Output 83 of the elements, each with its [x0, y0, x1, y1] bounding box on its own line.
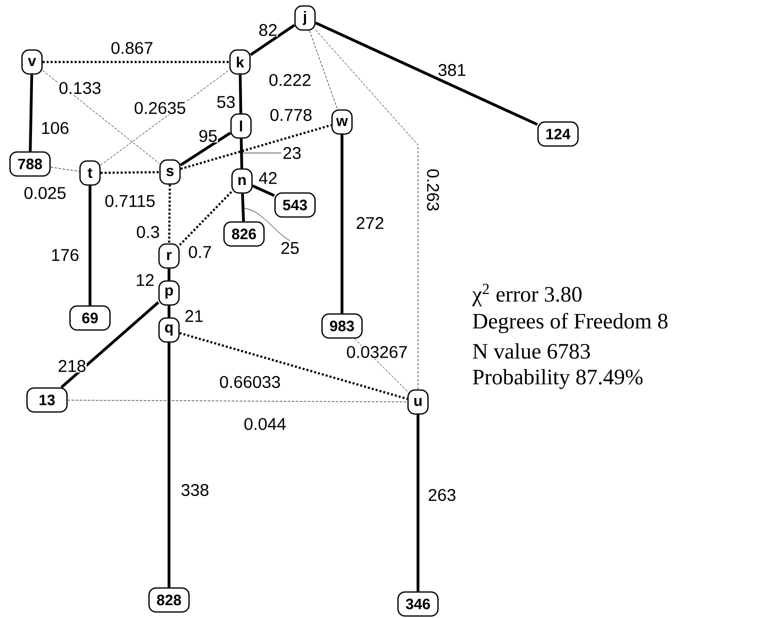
- connector: [250, 24, 296, 56]
- edge-label: 218: [57, 359, 87, 372]
- letter-node: n: [231, 168, 253, 194]
- connector: [168, 268, 170, 280]
- connector: [180, 132, 232, 166]
- connector: [168, 342, 170, 588]
- edge-label: 0.222: [268, 73, 312, 87]
- letter-node: l: [230, 113, 252, 139]
- connector: [340, 134, 344, 314]
- edge-label: 106: [40, 121, 70, 135]
- edge-label: 0.044: [243, 417, 287, 430]
- letter-node: w: [331, 109, 353, 135]
- letter-node: j: [294, 5, 316, 31]
- edge-label: 0.025: [23, 186, 67, 200]
- connector: [179, 332, 408, 400]
- edge-label: 82: [258, 23, 278, 37]
- edge-label: 0.778: [269, 108, 313, 122]
- edge-label: 263: [427, 488, 457, 502]
- edge-label: 12: [135, 274, 155, 286]
- number-node: 983: [321, 313, 363, 339]
- number-node: 826: [223, 221, 265, 247]
- edge-label: 0.2635: [134, 101, 186, 115]
- connector: [354, 338, 408, 392]
- connector: [315, 30, 418, 390]
- connector: [100, 171, 160, 174]
- statistic-text: Probability 87.49%: [472, 369, 643, 389]
- connector: [168, 306, 170, 318]
- connector: [241, 194, 245, 222]
- letter-node: t: [79, 160, 101, 186]
- connector: [416, 414, 420, 592]
- statistic-text: χ$^{2}$ error 3.80: [472, 284, 582, 306]
- connector: [42, 70, 160, 164]
- edge-label: 338: [180, 483, 210, 496]
- number-node: 124: [537, 121, 579, 147]
- connector: [238, 74, 242, 114]
- connector: [180, 124, 332, 170]
- connector: [67, 400, 408, 402]
- letter-node: s: [159, 159, 181, 185]
- edge-label: 0.263: [426, 168, 440, 212]
- letter-node: k: [229, 49, 251, 75]
- leader-line: [242, 152, 282, 154]
- edge-label: 21: [184, 310, 204, 322]
- edge-label: 0.7: [188, 245, 212, 259]
- letter-node: r: [158, 243, 180, 269]
- number-node: 828: [148, 587, 190, 613]
- statistic-text: N value 6783: [472, 343, 590, 359]
- letter-node: v: [21, 49, 43, 75]
- number-node: 543: [274, 192, 316, 218]
- connector: [42, 60, 230, 64]
- number-node: 69: [69, 305, 111, 331]
- edge-label: 0.66033: [218, 375, 282, 389]
- connector: [178, 191, 232, 246]
- connector: [100, 70, 230, 166]
- edge-label: 176: [50, 248, 80, 262]
- connector: [309, 30, 338, 110]
- edge-label: 42: [258, 172, 278, 184]
- edge-label: 53: [216, 95, 236, 109]
- connector: [240, 138, 244, 168]
- edge-label: 381: [437, 63, 467, 77]
- letter-node: p: [158, 280, 180, 306]
- edge-label: 0.133: [58, 81, 102, 95]
- connector: [315, 22, 538, 126]
- leader-text: 23: [283, 146, 301, 160]
- leader-text: 25: [281, 242, 299, 254]
- edge-label: 95: [198, 129, 218, 143]
- number-node: 13: [26, 387, 68, 413]
- number-node: 788: [9, 151, 51, 177]
- connector: [28, 74, 34, 152]
- edge-label: 272: [355, 216, 385, 230]
- connector: [88, 186, 92, 306]
- number-node: 346: [397, 591, 439, 617]
- edge-label: 0.867: [110, 41, 154, 55]
- edge-label: 0.03267: [346, 345, 408, 359]
- edge-label: 0.7115: [104, 194, 156, 208]
- connector: [168, 184, 171, 244]
- connector: [60, 301, 160, 388]
- letter-node: q: [158, 317, 180, 343]
- connector: [252, 184, 275, 197]
- letter-node: u: [407, 389, 429, 415]
- statistic-text: Degrees of Freedom 8: [472, 312, 668, 334]
- edge-label: 0.3: [136, 225, 160, 239]
- leader-line: [242, 208, 290, 242]
- connector: [50, 166, 80, 172]
